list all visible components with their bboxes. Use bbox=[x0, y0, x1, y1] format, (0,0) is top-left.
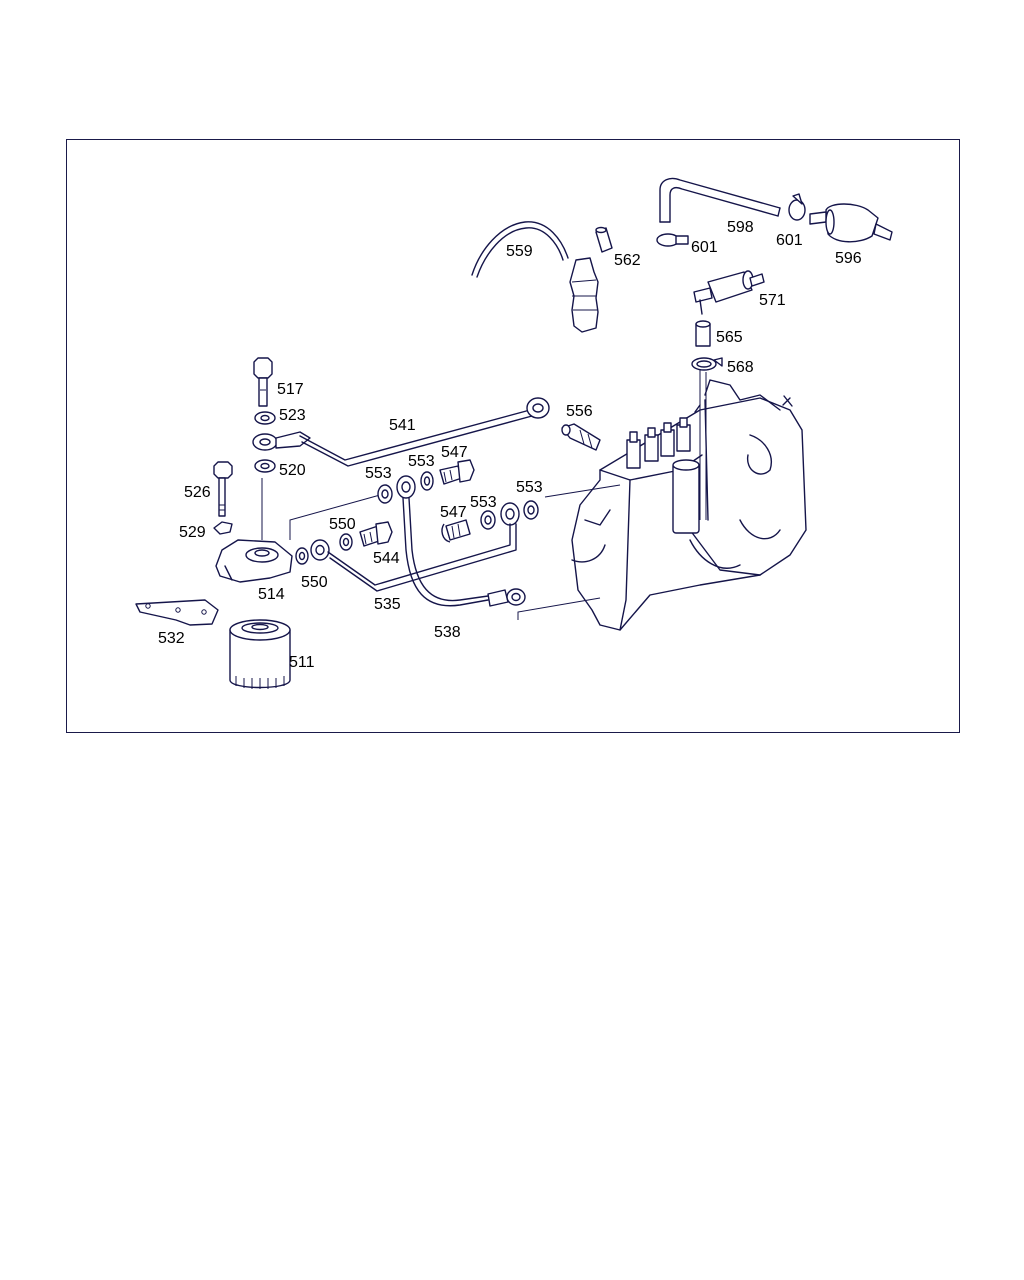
injection-pump-body bbox=[571, 368, 807, 631]
clamp-601-a bbox=[656, 233, 689, 247]
valve-556 bbox=[561, 423, 601, 451]
label-514: 514 bbox=[258, 586, 285, 603]
label-553-b: 553 bbox=[408, 453, 435, 470]
banjo-bolt-547-b bbox=[441, 519, 471, 543]
label-559: 559 bbox=[506, 243, 533, 260]
label-520: 520 bbox=[279, 462, 306, 479]
filter-511 bbox=[229, 619, 291, 689]
washer-520 bbox=[254, 459, 276, 473]
injector-valve bbox=[569, 257, 599, 333]
hose-559 bbox=[471, 221, 569, 278]
sleeve-562 bbox=[595, 226, 613, 253]
banjo-bolt-544 bbox=[359, 521, 393, 547]
banjo-bolt-517 bbox=[253, 357, 273, 407]
washer-553-a bbox=[377, 484, 393, 504]
fuel-line-535 bbox=[327, 523, 517, 592]
banjo-fitting-538 bbox=[396, 475, 416, 499]
label-517: 517 bbox=[277, 381, 304, 398]
label-598: 598 bbox=[727, 219, 754, 236]
banjo-fitting-535-b bbox=[310, 539, 330, 561]
label-523: 523 bbox=[279, 407, 306, 424]
leader-lines bbox=[261, 478, 621, 620]
label-553-d: 553 bbox=[516, 479, 543, 496]
part-labels: 511 514 517 523 520 526 529 532 535 538 … bbox=[158, 219, 862, 671]
sleeve-565 bbox=[695, 320, 711, 347]
washer-553-b bbox=[420, 471, 434, 491]
fuel-line-538 bbox=[402, 497, 526, 607]
label-553-a: 553 bbox=[365, 465, 392, 482]
label-562: 562 bbox=[614, 252, 641, 269]
label-550-b: 550 bbox=[301, 574, 328, 591]
washer-553-c bbox=[480, 510, 496, 530]
label-532: 532 bbox=[158, 630, 185, 647]
label-596: 596 bbox=[835, 250, 862, 267]
hose-598 bbox=[659, 177, 781, 223]
label-553-c: 553 bbox=[470, 494, 497, 511]
delivery-valves bbox=[626, 417, 691, 469]
label-511: 511 bbox=[289, 654, 315, 671]
banjo-fitting-top bbox=[252, 431, 311, 451]
label-544: 544 bbox=[373, 550, 400, 567]
washer-550-b bbox=[295, 547, 309, 565]
label-568: 568 bbox=[727, 359, 754, 376]
banjo-bolt-547-a bbox=[439, 459, 475, 485]
diagram-frame bbox=[66, 139, 960, 733]
filter-head-514 bbox=[215, 539, 293, 583]
label-547-b: 547 bbox=[440, 504, 467, 521]
fuel-filter-596 bbox=[809, 203, 893, 243]
label-526: 526 bbox=[184, 484, 211, 501]
label-538: 538 bbox=[434, 624, 461, 641]
label-547-a: 547 bbox=[441, 444, 468, 461]
washer-523 bbox=[254, 411, 276, 425]
label-541: 541 bbox=[389, 417, 416, 434]
clamp-601-b bbox=[788, 193, 806, 221]
prefilter-571 bbox=[693, 270, 765, 315]
label-550-a: 550 bbox=[329, 516, 356, 533]
bolt-526 bbox=[213, 461, 233, 517]
label-556: 556 bbox=[566, 403, 593, 420]
washer-550-a bbox=[339, 533, 353, 551]
bracket-532 bbox=[135, 599, 219, 626]
label-529: 529 bbox=[179, 524, 206, 541]
fuel-line-541 bbox=[299, 397, 550, 467]
label-601-b: 601 bbox=[776, 232, 803, 249]
label-565: 565 bbox=[716, 329, 743, 346]
label-601-a: 601 bbox=[691, 239, 718, 256]
label-571: 571 bbox=[759, 292, 786, 309]
label-535: 535 bbox=[374, 596, 401, 613]
washer-553-d bbox=[523, 500, 539, 520]
banjo-fitting-535 bbox=[500, 502, 520, 526]
washer-529 bbox=[213, 521, 233, 535]
clamp-568 bbox=[691, 357, 723, 371]
